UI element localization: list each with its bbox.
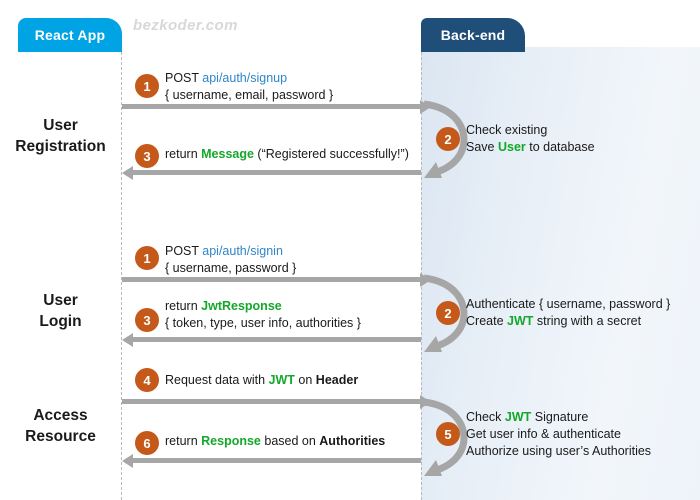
text-post: Signature (531, 410, 589, 424)
lane-header-client[interactable]: React App (18, 18, 122, 52)
step-badge-6-resource-response: 6 (135, 431, 159, 455)
arrow-resource-response (122, 453, 421, 468)
arrow-head-icon (122, 165, 133, 180)
step-badge-3-signup-response: 3 (135, 144, 159, 168)
message-line-3: Authorize using user’s Authorities (466, 444, 652, 458)
step-badge-2-signup-process: 2 (436, 127, 460, 151)
api-path: api/auth/signup (202, 71, 288, 85)
message-line-2: { token, type, user info, authorities } (165, 316, 361, 330)
text-highlight: User (497, 140, 526, 154)
arrow-resource-request (122, 394, 431, 409)
selfloop-signin-process (422, 272, 478, 356)
selfloop-resource-process (422, 396, 478, 480)
text-pre: Save (466, 140, 498, 154)
message-line-1: Check existing (466, 123, 548, 137)
arrow-head-icon (122, 332, 133, 347)
text-mid: based on (260, 434, 320, 448)
text-post-verb: POST (165, 244, 203, 258)
message-resource-process: Check JWT Signature Get user info & auth… (466, 409, 651, 460)
message-line-2: { username, password } (165, 261, 297, 275)
section-label-user-login: User Login (0, 290, 121, 332)
message-line-2: Save User to database (466, 139, 595, 156)
watermark: bezkoder.com (133, 17, 238, 34)
message-signin-response: return JwtResponse { token, type, user i… (165, 298, 361, 332)
message-resource-request: Request data with JWT on Header (165, 372, 358, 389)
text-post: to database (525, 140, 595, 154)
message-line-2: Get user info & authenticate (466, 427, 621, 441)
step-badge-5-resource-process: 5 (436, 422, 460, 446)
text-highlight: Message (201, 147, 254, 161)
message-line-1: POST api/auth/signup (165, 70, 333, 87)
text-bold: Authorities (319, 434, 386, 448)
step-badge-3-signin-response: 3 (135, 308, 159, 332)
text-pre: Check (466, 410, 505, 424)
message-signup-response: return Message (“Registered successfully… (165, 146, 409, 163)
text-post: (“Registered successfully!”) (253, 147, 409, 161)
section-label-access-resource: Access Resource (0, 405, 121, 447)
message-signup-request: POST api/auth/signup { username, email, … (165, 70, 333, 104)
message-line-2: { username, email, password } (165, 88, 334, 102)
section-label-line2: Resource (25, 428, 96, 445)
step-badge-1-signin: 1 (135, 246, 159, 270)
text-pre: return (165, 147, 202, 161)
text-pre: Request data with (165, 373, 269, 387)
message-line-1: return Message (“Registered successfully… (165, 146, 409, 163)
message-line-1: return Response based on Authorities (165, 433, 385, 450)
section-label-line2: Login (39, 313, 82, 330)
text-highlight: JWT (507, 314, 534, 328)
section-label-line1: User (43, 117, 78, 134)
arrow-signin-request (122, 272, 431, 287)
message-line-1: Check JWT Signature (466, 409, 651, 426)
section-label-line2: Registration (15, 138, 106, 155)
arrow-signin-response (122, 332, 421, 347)
text-mid: on (294, 373, 316, 387)
text-highlight: JWT (504, 410, 532, 424)
lane-header-server[interactable]: Back-end (421, 18, 525, 52)
curved-arrow-icon (423, 100, 468, 178)
message-line-1: return JwtResponse (165, 298, 361, 315)
message-signin-request: POST api/auth/signin { username, passwor… (165, 243, 296, 277)
message-signup-process: Check existing Save User to database (466, 122, 595, 156)
text-pre: return (165, 434, 202, 448)
backend-lane-band (421, 47, 700, 500)
text-highlight: JWT (268, 373, 295, 387)
section-label-line1: User (43, 292, 78, 309)
selfloop-signup-process (422, 98, 478, 182)
step-badge-4-resource-request: 4 (135, 368, 159, 392)
text-post: string with a secret (533, 314, 642, 328)
text-pre: Create (466, 314, 507, 328)
curved-arrow-icon (423, 274, 468, 352)
text-highlight: JwtResponse (201, 299, 282, 313)
message-signin-process: Authenticate { username, password } Crea… (466, 296, 670, 330)
step-badge-1-signup: 1 (135, 74, 159, 98)
arrow-signup-response (122, 165, 421, 180)
section-label-line1: Access (33, 407, 88, 424)
text-post-verb: POST (165, 71, 203, 85)
text-bold: Header (315, 373, 359, 387)
section-label-user-registration: User Registration (0, 115, 121, 157)
step-badge-2-signin-process: 2 (436, 301, 460, 325)
text-pre: return (165, 299, 202, 313)
message-line-2: Create JWT string with a secret (466, 313, 670, 330)
message-resource-response: return Response based on Authorities (165, 433, 385, 450)
message-line-1: Request data with JWT on Header (165, 372, 358, 389)
curved-arrow-icon (423, 398, 468, 476)
text-highlight: Response (201, 434, 261, 448)
arrow-signup-request (122, 99, 431, 114)
arrow-head-icon (122, 453, 133, 468)
message-line-1: POST api/auth/signin (165, 243, 296, 260)
api-path: api/auth/signin (202, 244, 283, 258)
client-lifeline (121, 47, 122, 500)
message-line-1: Authenticate { username, password } (466, 297, 671, 311)
